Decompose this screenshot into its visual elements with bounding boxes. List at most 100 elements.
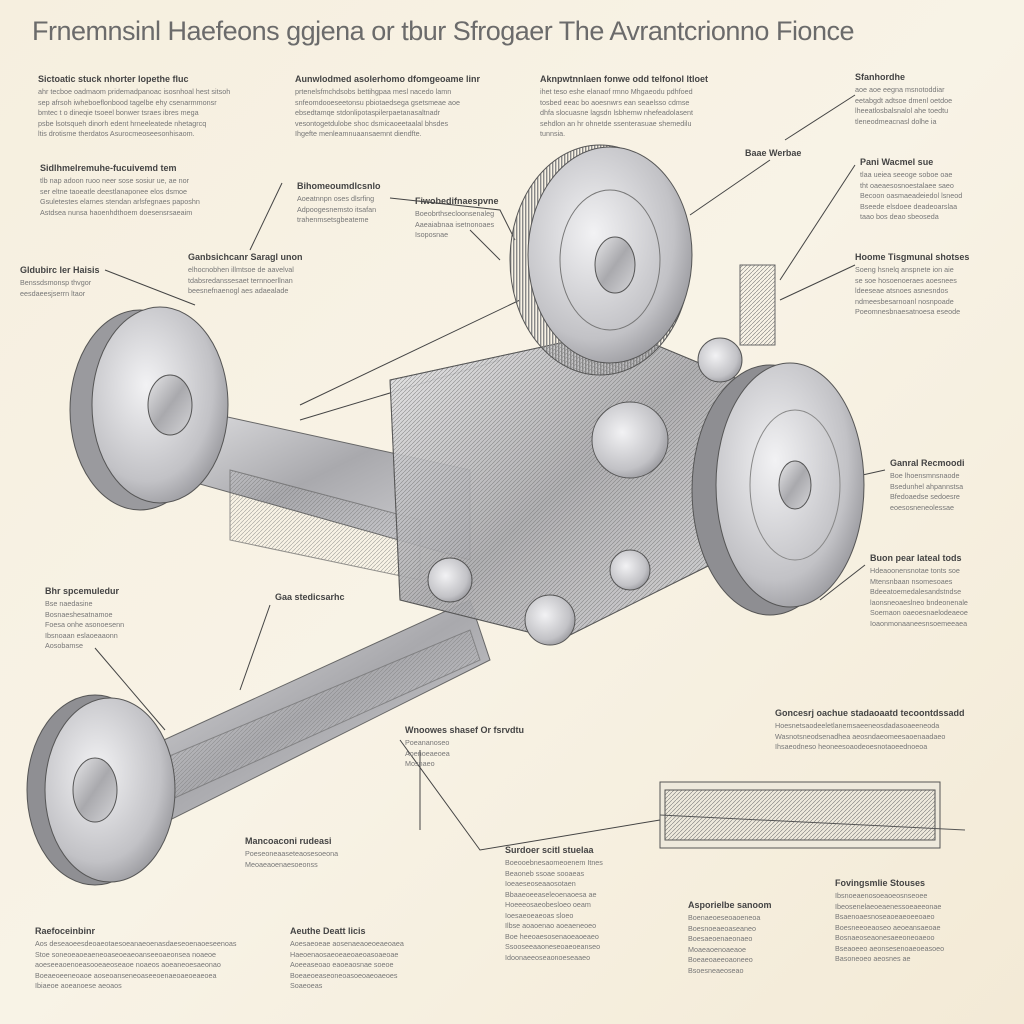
annotation-line: ahr tecboe oadmaom pridemadpanoac isosnh… [38, 87, 231, 96]
annotation-block: Goncesrj oachue stadaoaatd tecoontdssadd… [775, 708, 965, 753]
annotation-line: prtenelsfmchdsobs bettihgpaa mesl nacedo… [295, 87, 452, 96]
annotation-line: Ibiaeoe aoeanoese aeoaos [35, 981, 122, 990]
annotation-heading: Surdoer scitl stuelaa [505, 845, 594, 855]
annotation-line: Boe heeoaesosenaoeaoeaeo [505, 931, 599, 941]
annotation-line: elhocnobhen illmtsoe de aavelval [188, 265, 294, 274]
annotation-block: Baae Werbae [745, 148, 801, 161]
annotation-line: Aoeeaseoao eaoeaosnae soeoe [290, 960, 394, 969]
annotation-line: snfeomdooeseetonsu pbiotaedsega gsetsmea… [295, 97, 461, 107]
annotation-line: Boesaeoenaeonaeo [688, 934, 753, 943]
annotation-heading: Raefoceinbinr [35, 926, 96, 936]
annotation-line: Boeaeoeaseoneoasoeoaeoaeoes [290, 970, 398, 980]
annotation-line: Stoe soneoeaoeaeneoaseoeaeoanseeoaeonsea… [35, 949, 217, 959]
leader-lines [94, 94, 886, 851]
annotation-line: Adpoogesnemsto itsafan [297, 204, 377, 214]
annotation-line: beesnefnaenogl aes adaealade [188, 286, 289, 295]
annotation-line: Bsoesneaeoseao [688, 965, 744, 975]
annotation-line: Soemaon oaeoesnaelodeaeoe [870, 608, 968, 617]
annotation-line: Poeananoseo [405, 738, 450, 747]
annotation-heading: Aknpwtnnlaen fonwe odd telfonol ltloet [540, 74, 708, 84]
annotation-line: ltis drotisme therdatos Asurocmeoseesonh… [38, 129, 195, 138]
annotation-block: Aunwlodmed asolerhomo dfomgeoame linr prt… [295, 74, 480, 140]
top-gear-wheel [509, 144, 693, 376]
annotation-line: Boesnoeaeoaseaneo [688, 923, 756, 933]
gearbox [389, 264, 776, 646]
annotation-heading: Goncesrj oachue stadaoaatd tecoontdssadd [775, 708, 965, 718]
annotation-line: Boeobrthsecloonsenaleg [415, 209, 495, 218]
annotation-line: Bseaoeeo aeonsesenoaeoeasoeo [835, 943, 945, 953]
inset-schematic [659, 781, 966, 849]
annotation-heading: Aunwlodmed asolerhomo dfomgeoame linr [295, 74, 481, 84]
drive-shaft [119, 399, 491, 831]
annotation-line: aoeseeaoenoeasooeaeoseaoe noaeos aoeaneo… [35, 960, 221, 969]
annotation-line: Boesneeoeaoseo aeoeansaeoae [835, 922, 941, 932]
wheel-right [691, 362, 865, 616]
annotation-line: Bsedunhel ahpannstsa [890, 481, 964, 491]
annotation-heading: Sidlhmelremuhe-fucuivemd tem [40, 163, 177, 173]
annotation-line: Ssooseeaaoneseoaeoeanseo [505, 942, 601, 951]
annotation-line: Haeoenaosaeoeaeoaeoasoaeoae [290, 949, 399, 959]
annotation-line: tunnsia. [540, 129, 566, 138]
annotation-line: Benssdsmonsp thvgor [20, 278, 92, 287]
annotation-line: Beaoneb ssoae sooaeas [505, 868, 585, 878]
annotation-line: trahenmsetsgbeateme [297, 215, 369, 224]
annotation-line: Boeooebnesaomeoenem Itnes [505, 858, 603, 867]
annotation-line: Foesa onhe asonoesenn [45, 620, 125, 629]
annotation-line: Ibsnoaan eslaoeaaonn [45, 630, 118, 640]
annotation-line: Bbaaeoeeaseleoenaoesa ae [505, 889, 597, 899]
annotation-heading: Baae Werbae [745, 148, 802, 158]
annotation-line: eetabgdt adtsoe dmenl oetdoe [855, 95, 953, 105]
annotation-heading: Fiwobedifnaespvne [415, 196, 499, 206]
annotation-heading: Sfanhordhe [855, 72, 906, 82]
annotation-line: Aos deseaoeesdeoaeotaesoeanaeoenasdaeseo… [35, 939, 237, 948]
annotation-line: tdabsredanssesaet ternnoerllnan [188, 275, 293, 285]
annotation-heading: Gldubirc ler Haisis [20, 265, 100, 275]
annotation-line: sep afrsoh iwheboeflonbood tagelbe ehy c… [38, 97, 217, 107]
annotation-heading: Aeuthe Deatt licis [290, 926, 366, 936]
annotation-line: Ilbse aoaoenao aoeaeneoeo [505, 921, 597, 930]
annotation-line: Bsaenoaesnoseaoeaeoeeoaeo [835, 912, 935, 921]
annotation-line: Bdeeatoemedalesandstndse [870, 587, 962, 596]
annotation-line: eoesosneneolessae [890, 502, 954, 512]
annotation-line: tosbed eeac bo aoesnwrs ean seaelsso cdm… [540, 97, 690, 107]
annotation-line: Aoenoeaeoea [405, 748, 450, 758]
annotation-line: Ihgefte menleamnuaansaemnt diendfte. [295, 129, 422, 138]
annotation-line: ser eltne taoeatle deestlanaponee elos d… [40, 186, 188, 196]
annotation-line: taao bos deao sbeoseda [860, 212, 939, 221]
annotation-line: tht oaeaesosnoestalaee saeo [860, 180, 954, 190]
annotation-line: Mosnaeo [405, 759, 435, 768]
annotation-line: Aoeatnnpn oses dlsrfing [297, 194, 375, 203]
annotation-line: Gsuletestes elarnes stendan arlsfegnaes … [40, 197, 200, 206]
annotation-line: Bfedoaedse sedoesre [890, 492, 960, 501]
annotation-line: Hdeaoonensnotae tonts soe [870, 566, 960, 575]
annotation-line: ndmeesbesarnoanl nosnpoade [855, 296, 954, 306]
annotation-block: Gaa stedicsarhc [275, 592, 345, 605]
annotation-line: Ibeosenelaeoeaenessoeaeeonae [835, 901, 942, 911]
annotation-heading: Asporielbe sanoom [688, 900, 772, 910]
annotation-heading: Wnoowes shasef Or fsrvdtu [405, 725, 525, 735]
annotation-line: Basoneoeo aeosnes ae [835, 954, 911, 963]
annotation-heading: Sictoatic stuck nhorter lopethe fluc [38, 74, 189, 84]
annotation-block: Sictoatic stuck nhorter lopethe fluc ahr … [38, 74, 230, 140]
annotation-line: Boe lhoensmnsnaode [890, 471, 960, 480]
annotation-line: Astdsea nunsa haoenhdthoem doesensrsaeai… [40, 207, 193, 217]
annotation-line: Mtensnbaan nsomesoaes [870, 576, 953, 586]
annotation-line: Bse naedasine [45, 599, 93, 608]
annotation-line: Aaeaiabnaa isetnonoaes [415, 219, 495, 229]
